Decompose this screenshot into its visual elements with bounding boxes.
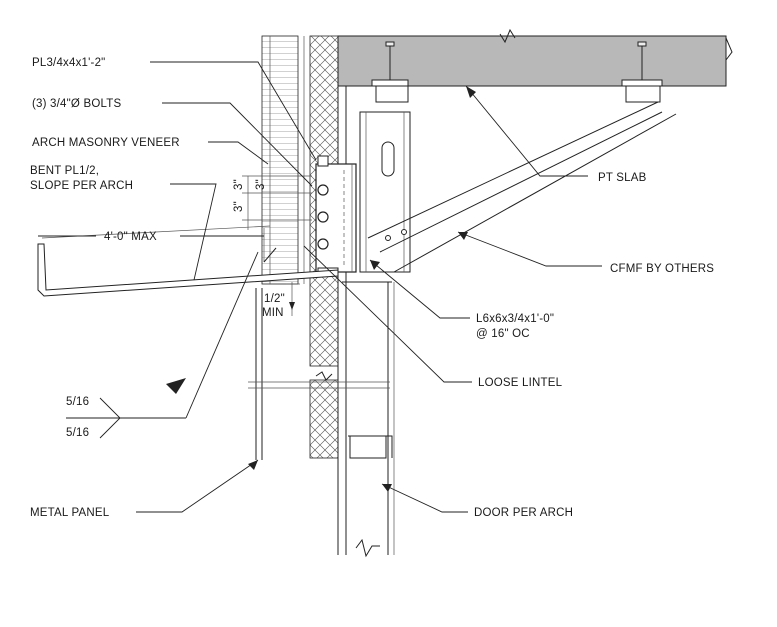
label-door: DOOR PER ARCH xyxy=(474,507,573,519)
bolt-3 xyxy=(317,238,329,250)
label-min-1: 1/2" xyxy=(264,293,285,305)
label-dim-3c: 3" xyxy=(255,179,267,190)
callout-labels: PL3/4x4x1'-2" (3) 3/4"Ø BOLTS ARCH MASON… xyxy=(30,57,714,519)
masonry-veneer xyxy=(261,35,299,285)
label-bolts: (3) 3/4"Ø BOLTS xyxy=(32,98,121,110)
label-veneer: ARCH MASONRY VENEER xyxy=(32,137,180,149)
bolt-2 xyxy=(317,211,329,223)
label-metal-panel: METAL PANEL xyxy=(30,507,110,519)
label-cfmf: CFMF BY OTHERS xyxy=(610,263,714,275)
pt-slab xyxy=(337,28,733,103)
label-plate: PL3/4x4x1'-2" xyxy=(32,57,105,69)
label-angle-2: @ 16" OC xyxy=(476,328,530,340)
label-loose-lintel: LOOSE LINTEL xyxy=(478,377,563,389)
label-max-dim: 4'-0" MAX xyxy=(104,231,157,243)
label-angle-1: L6x6x3/4x1'-0" xyxy=(476,313,554,325)
steel-angle xyxy=(315,155,357,277)
label-dim-3b: 3" xyxy=(233,201,245,212)
label-bent-plate-2: SLOPE PER ARCH xyxy=(30,180,133,192)
label-weld-top: 5/16 xyxy=(66,396,89,408)
label-weld-bottom: 5/16 xyxy=(66,427,89,439)
door-header xyxy=(342,281,393,459)
weld-symbol xyxy=(66,251,259,439)
label-bent-plate-1: BENT PL1/2, xyxy=(30,165,99,177)
cfmf-framing xyxy=(359,101,677,273)
leaders xyxy=(38,61,602,513)
label-min-2: MIN xyxy=(262,307,284,319)
label-pt-slab: PT SLAB xyxy=(598,172,647,184)
metal-panel xyxy=(248,288,390,460)
bolt-1 xyxy=(317,184,329,196)
dimensions xyxy=(242,175,312,316)
label-dim-3a: 3" xyxy=(233,179,245,190)
